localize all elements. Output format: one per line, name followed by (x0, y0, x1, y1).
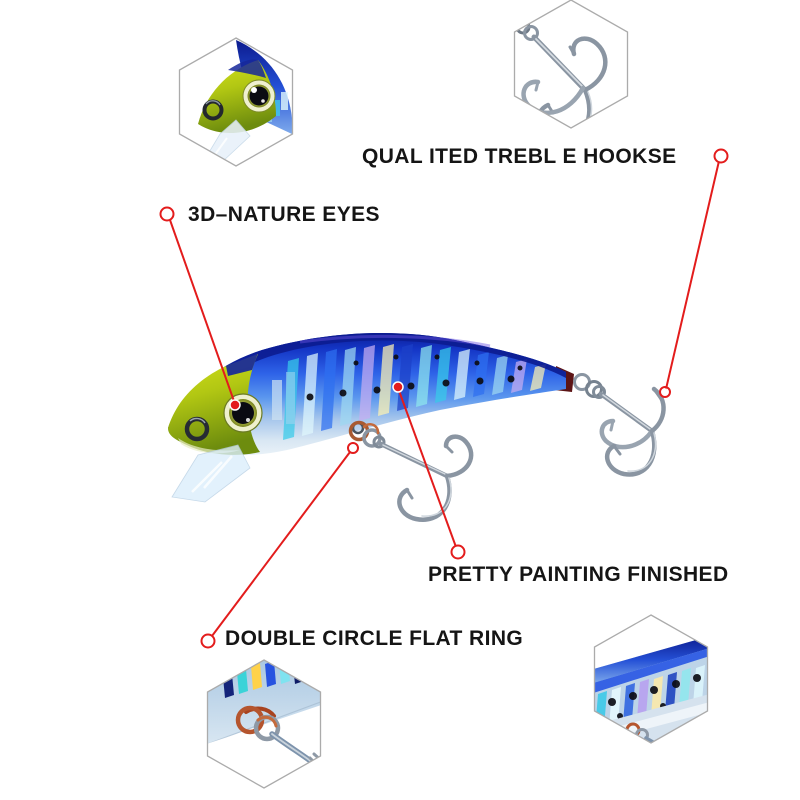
leader-line-treble (665, 160, 720, 390)
lure-illustration (168, 333, 666, 522)
leader-line-ring (211, 451, 351, 637)
lure-spots (306, 354, 523, 401)
inset-nose-wire-loop (202, 99, 224, 121)
hexagon-border (513, 0, 629, 129)
leader-line-eyes (169, 219, 236, 405)
inset-body-texture-closeup (593, 614, 709, 744)
callout-label-eyes: 3D–NATURE EYES (188, 203, 380, 226)
callout-label-painting: PRETTY PAINTING FINISHED (428, 563, 729, 586)
label-marker-ring (200, 633, 216, 649)
lure-back (168, 333, 566, 428)
point-marker-ring (347, 442, 359, 454)
hexagon-border (178, 37, 294, 167)
hexagon-border (593, 614, 709, 744)
inset-eye (242, 79, 276, 113)
belly-treble-hook (348, 420, 474, 522)
hexagon-border (206, 659, 322, 789)
point-marker-treble (659, 386, 671, 398)
lure-eye (223, 393, 263, 433)
tail-treble-hook (573, 373, 666, 477)
holographic-scales (283, 344, 546, 440)
inset-treble-hook-closeup (513, 0, 629, 129)
inset-split-ring-closeup (206, 659, 322, 789)
diving-lip (171, 444, 251, 503)
label-marker-painting (450, 544, 466, 560)
point-marker-eyes (229, 399, 241, 411)
label-marker-eyes (159, 206, 175, 222)
callout-annotations (159, 148, 729, 649)
leader-line-painting (397, 387, 457, 548)
callout-label-ring: DOUBLE CIRCLE FLAT RING (225, 627, 524, 650)
label-marker-treble (713, 148, 729, 164)
callout-label-treble-hooks: QUAL ITED TREBL E HOOKSE (362, 145, 677, 168)
point-marker-painting (392, 381, 404, 393)
inset-lure-head-closeup (178, 37, 294, 167)
